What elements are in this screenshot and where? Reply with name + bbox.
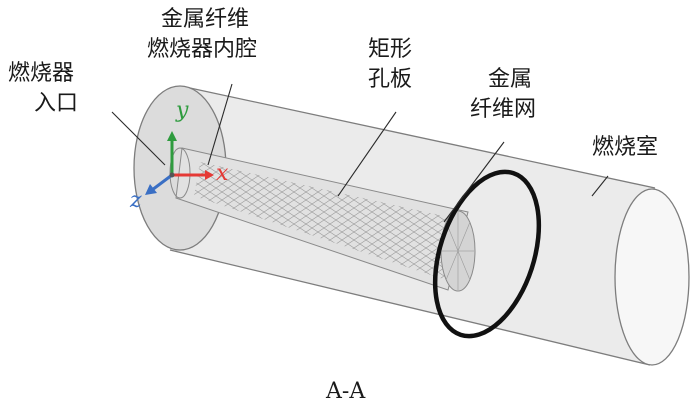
chamber-bottom-edge: [169, 249, 651, 366]
z-axis-head: [145, 184, 157, 195]
leader-chamber: [591, 175, 609, 197]
leader-cavity: [207, 83, 233, 166]
section-caption: A-A: [326, 379, 366, 404]
inner-tube-inlet: [169, 147, 191, 199]
leader-plate: [337, 111, 397, 197]
chamber-top-edge: [189, 87, 656, 189]
label-fiber-mesh-line1: 金属: [488, 67, 533, 92]
x-axis-head: [205, 170, 214, 180]
y-axis-head: [167, 131, 177, 141]
chamber-end-face: [614, 188, 690, 366]
label-fiber-mesh-line2: 纤维网: [470, 97, 537, 122]
label-burner-inlet-line1: 燃烧器: [8, 61, 75, 86]
leader-lines: [111, 83, 609, 223]
leader-mesh: [443, 141, 505, 223]
z-axis-arrow: [151, 173, 173, 192]
label-inner-cavity-line1: 金属纤维: [161, 7, 250, 32]
axis-label-z: z: [130, 188, 142, 213]
leader-inlet: [111, 111, 166, 166]
axis-label-y: y: [176, 98, 189, 123]
axis-label-x: x: [216, 161, 229, 186]
origin: [169, 172, 175, 178]
section-ring: [432, 169, 542, 339]
label-inner-cavity-line2: 燃烧器内腔: [147, 37, 258, 62]
label-burner-inlet-line2: 入口: [34, 91, 79, 116]
label-combustion-chamber: 燃烧室: [592, 135, 659, 160]
label-orifice-plate-line2: 孔板: [368, 67, 413, 92]
inner-tube-mesh: [194, 162, 462, 280]
label-orifice-plate-line1: 矩形: [368, 37, 413, 62]
